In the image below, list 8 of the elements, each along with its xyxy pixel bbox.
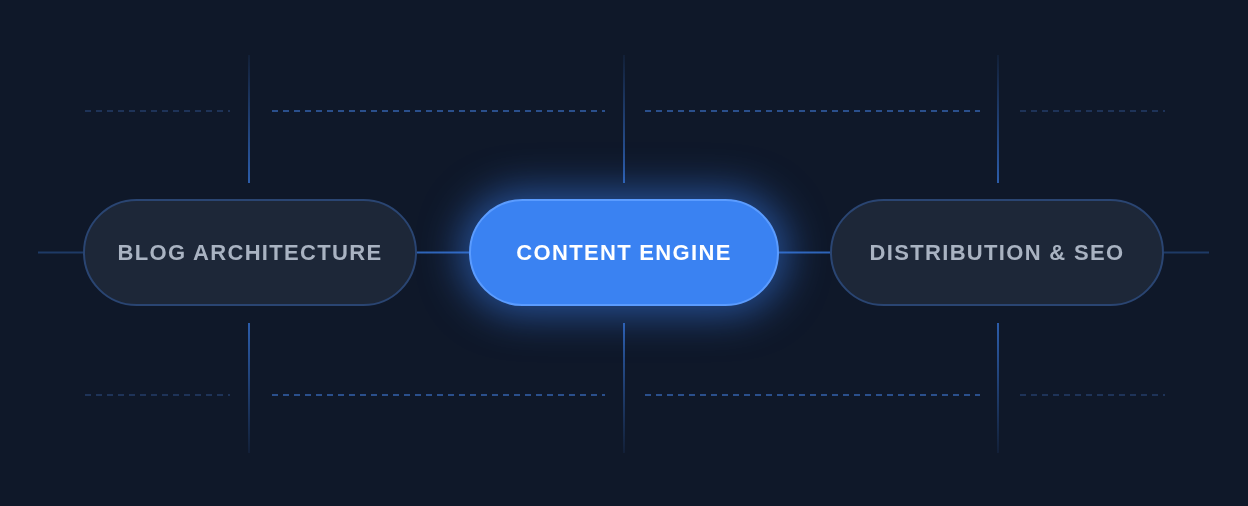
connector-line bbox=[416, 251, 470, 254]
connector-line bbox=[37, 251, 84, 254]
node-label: BLOG ARCHITECTURE bbox=[117, 239, 383, 267]
connector-line bbox=[778, 251, 831, 254]
pill-node bbox=[469, 199, 779, 306]
node-label: CONTENT ENGINE bbox=[516, 239, 732, 267]
connector-line bbox=[1163, 251, 1210, 254]
node-label: DISTRIBUTION & SEO bbox=[869, 239, 1125, 267]
